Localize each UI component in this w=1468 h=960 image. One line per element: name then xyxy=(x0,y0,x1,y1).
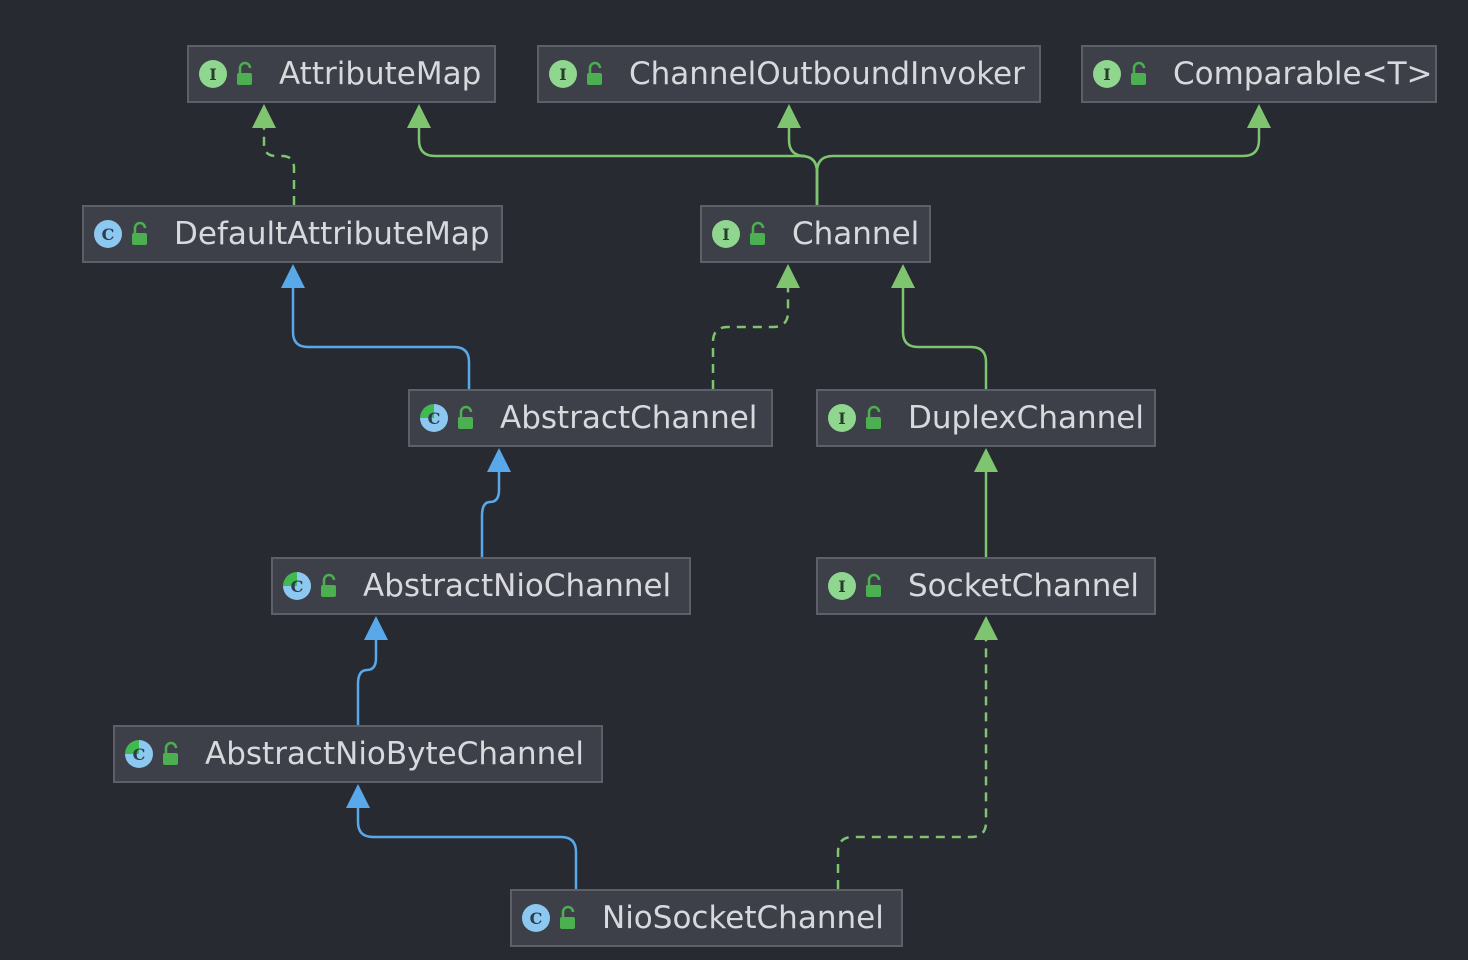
node-duplexchannel[interactable]: I DuplexChannel xyxy=(816,389,1156,447)
node-socketchannel[interactable]: I SocketChannel xyxy=(816,557,1156,615)
arrowhead-niosocketchannel-to-abstractniobytechannel xyxy=(346,784,370,808)
edge-abstractniobytechannel-to-abstractniochannel xyxy=(356,640,378,725)
node-label: DefaultAttributeMap xyxy=(174,215,490,252)
edge-abstractniochannel-to-abstractchannel xyxy=(480,472,501,557)
class-icon: C xyxy=(94,220,122,248)
edge-channel-to-comparable xyxy=(815,128,1261,205)
class-icon: C xyxy=(522,904,550,932)
node-abstractniochannel[interactable]: C AbstractNioChannel xyxy=(271,557,691,615)
node-comparable[interactable]: I Comparable<T> xyxy=(1081,45,1437,103)
node-label: DuplexChannel xyxy=(908,399,1144,436)
node-niosocketchannel[interactable]: C NioSocketChannel xyxy=(510,889,903,947)
arrowhead-socketchannel-to-duplexchannel xyxy=(974,448,998,472)
interface-icon: I xyxy=(828,404,856,432)
unlock-icon xyxy=(163,741,178,765)
arrowhead-abstractniobytechannel-to-abstractniochannel xyxy=(364,616,388,640)
abstract-class-icon: C xyxy=(125,740,153,768)
edge-duplexchannel-to-channel xyxy=(901,288,988,389)
node-label: ChannelOutboundInvoker xyxy=(629,55,1025,92)
node-abstractniobytechannel[interactable]: C AbstractNioByteChannel xyxy=(113,725,603,783)
unlock-icon xyxy=(587,61,602,85)
node-label: Channel xyxy=(792,215,920,252)
interface-icon: I xyxy=(549,60,577,88)
edge-defaultattributemap-to-attributemap xyxy=(262,128,296,205)
node-label: AbstractNioChannel xyxy=(363,567,672,604)
unlock-icon xyxy=(866,573,881,597)
interface-icon: I xyxy=(828,572,856,600)
arrowhead-channel-to-channeloutboundinvoker xyxy=(777,104,801,128)
node-label: AttributeMap xyxy=(279,55,482,92)
node-label: Comparable<T> xyxy=(1173,55,1433,92)
arrowhead-duplexchannel-to-channel xyxy=(891,264,915,288)
edge-channel-to-attributemap xyxy=(417,128,819,205)
node-defaultattributemap[interactable]: C DefaultAttributeMap xyxy=(82,205,503,263)
interface-icon: I xyxy=(1093,60,1121,88)
unlock-icon xyxy=(560,905,575,929)
edge-abstractchannel-to-channel xyxy=(711,288,790,389)
unlock-icon xyxy=(866,405,881,429)
edge-niosocketchannel-to-abstractniobytechannel xyxy=(356,808,578,889)
arrowhead-channel-to-comparable xyxy=(1247,104,1271,128)
unlock-icon xyxy=(132,221,147,245)
node-label: AbstractNioByteChannel xyxy=(205,735,585,772)
arrowhead-abstractniochannel-to-abstractchannel xyxy=(487,448,511,472)
arrowhead-channel-to-attributemap xyxy=(407,104,431,128)
node-attributemap[interactable]: I AttributeMap xyxy=(187,45,496,103)
unlock-icon xyxy=(750,221,765,245)
unlock-icon xyxy=(237,61,252,85)
unlock-icon xyxy=(1131,61,1146,85)
edge-abstractchannel-to-defaultattributemap xyxy=(291,288,471,389)
abstract-class-icon: C xyxy=(283,572,311,600)
edge-channel-to-channeloutboundinvoker xyxy=(787,128,819,205)
node-label: SocketChannel xyxy=(908,567,1140,604)
unlock-icon xyxy=(321,573,336,597)
edge-niosocketchannel-to-socketchannel xyxy=(836,640,988,889)
unlock-icon xyxy=(458,405,473,429)
node-label: NioSocketChannel xyxy=(602,899,884,936)
node-abstractchannel[interactable]: C AbstractChannel xyxy=(408,389,773,447)
arrowhead-abstractchannel-to-defaultattributemap xyxy=(281,264,305,288)
node-label: AbstractChannel xyxy=(500,399,758,436)
interface-icon: I xyxy=(712,220,740,248)
node-channeloutboundinvoker[interactable]: I ChannelOutboundInvoker xyxy=(537,45,1041,103)
interface-icon: I xyxy=(199,60,227,88)
arrowhead-defaultattributemap-to-attributemap xyxy=(252,104,276,128)
abstract-class-icon: C xyxy=(420,404,448,432)
arrowhead-niosocketchannel-to-socketchannel xyxy=(974,616,998,640)
node-channel[interactable]: I Channel xyxy=(700,205,931,263)
arrowhead-abstractchannel-to-channel xyxy=(776,264,800,288)
